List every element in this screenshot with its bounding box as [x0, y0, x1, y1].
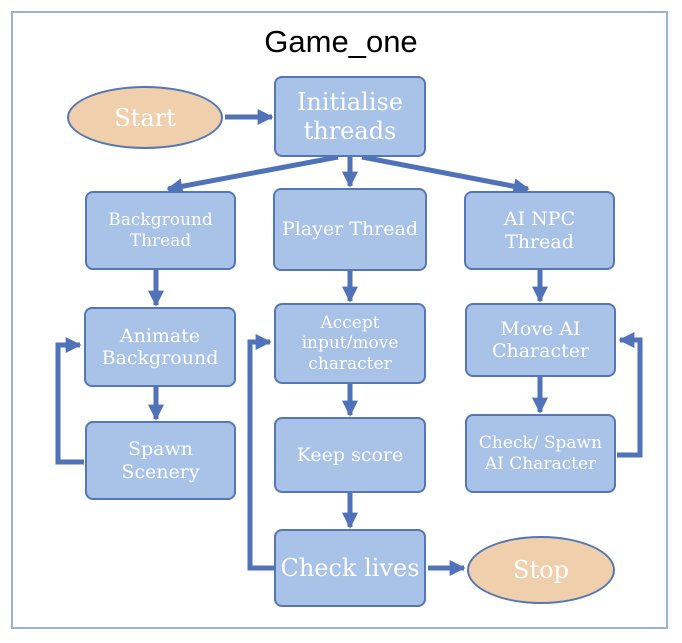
animate-background-label: Animate Background: [101, 324, 219, 369]
background-thread-label: Background Thread: [108, 210, 213, 251]
check-spawn-ai-node: Check/ Spawn AI Character: [465, 414, 616, 493]
check-lives-label: Check lives: [280, 553, 420, 582]
spawn-scenery-node: Spawn Scenery: [85, 421, 236, 500]
keep-score-label: Keep score: [296, 443, 404, 466]
initialise-threads-label: Initialise threads: [296, 88, 404, 145]
start-node: Start: [67, 86, 223, 149]
arrow-check-ai-loop-back: [617, 331, 643, 458]
keep-score-node: Keep score: [274, 417, 426, 493]
start-label: Start: [114, 103, 176, 132]
move-ai-character-label: Move AI Character: [491, 317, 590, 362]
initialise-threads-node: Initialise threads: [274, 76, 426, 157]
stop-label: Stop: [513, 556, 569, 584]
arrow-spawn-loop-back: [55, 336, 84, 465]
ai-npc-thread-label: AI NPC Thread: [503, 208, 576, 253]
accept-input-label: Accept input/move character: [301, 313, 399, 374]
accept-input-node: Accept input/move character: [274, 303, 426, 384]
player-thread-label: Player Thread: [281, 218, 418, 241]
background-thread-node: Background Thread: [85, 191, 236, 270]
player-thread-node: Player Thread: [273, 188, 427, 271]
animate-background-node: Animate Background: [84, 307, 236, 387]
check-spawn-ai-label: Check/ Spawn AI Character: [478, 433, 603, 474]
arrow-initialise-to-ai: [361, 154, 530, 195]
diagram-title: Game_one: [264, 24, 418, 59]
spawn-scenery-label: Spawn Scenery: [121, 438, 200, 483]
check-lives-node: Check lives: [274, 529, 426, 607]
move-ai-character-node: Move AI Character: [465, 303, 616, 377]
arrow-initialise-to-background: [166, 154, 339, 195]
ai-npc-thread-node: AI NPC Thread: [464, 191, 615, 270]
stop-node: Stop: [467, 536, 615, 604]
arrow-check-loop-back: [247, 333, 274, 571]
